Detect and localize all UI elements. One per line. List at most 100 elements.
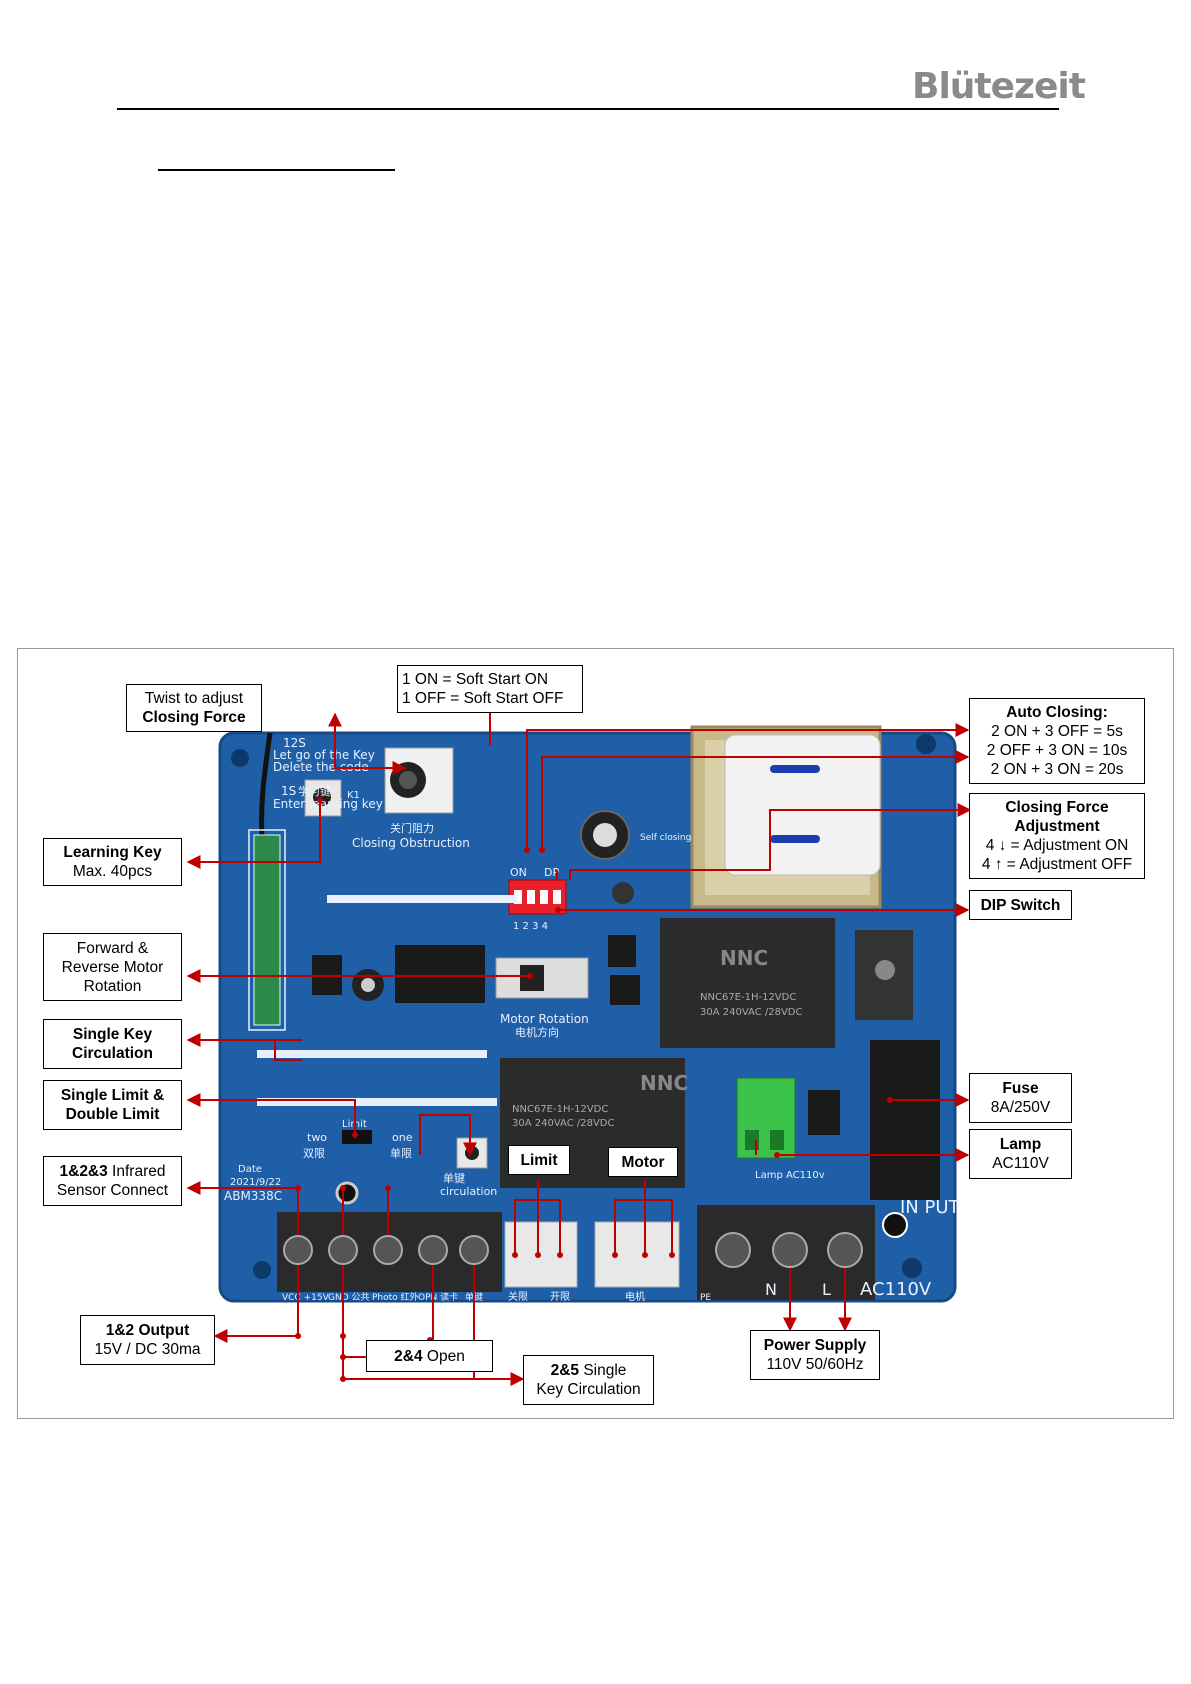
silk-1s: 1S xyxy=(281,784,296,798)
silk-date: Date xyxy=(238,1164,262,1175)
silk-two: two xyxy=(307,1131,327,1144)
silk-motor-rotation-cn: 电机方向 xyxy=(515,1025,559,1039)
section-heading-underline xyxy=(158,169,395,171)
silk-single-key-cn: 单键 xyxy=(443,1171,465,1185)
closing-force-adj-line2: 4 ↑ = Adjustment OFF xyxy=(981,856,1133,873)
limit-title: Limit xyxy=(520,1151,558,1169)
limit-mode-line2: Double Limit xyxy=(65,1106,160,1123)
single-key-line2: Key Circulation xyxy=(536,1381,641,1398)
terminal-n: N xyxy=(765,1280,777,1299)
relay2-rating: 30A 240VAC /28VDC xyxy=(512,1118,614,1129)
fuse-title: Fuse xyxy=(1002,1080,1039,1097)
callout-fuse: Fuse 8A/250V xyxy=(969,1073,1072,1123)
terminal-pe: PE xyxy=(700,1293,711,1303)
infrared-bold: 1&2&3 xyxy=(59,1163,108,1180)
callout-auto-closing: Auto Closing: 2 ON + 3 OFF = 5s 2 OFF + … xyxy=(969,698,1145,784)
power-supply-title: Power Supply xyxy=(763,1337,867,1354)
infrared-rest: Infrared xyxy=(107,1163,166,1180)
terminal-vcc: VCC +15V xyxy=(282,1293,330,1303)
silk-learn-cn: 学习键 xyxy=(298,784,331,798)
silk-lamp-ac: Lamp AC110v xyxy=(755,1170,825,1181)
single-key-circ-line2: Circulation xyxy=(72,1045,153,1062)
callout-learning-key: Learning Key Max. 40pcs xyxy=(43,838,182,886)
silk-input: IN PUT xyxy=(900,1197,961,1218)
single-key-circ-line1: Single Key xyxy=(72,1026,153,1043)
terminal-gnd: GND 公共 xyxy=(328,1292,370,1303)
infrared-line2: Sensor Connect xyxy=(56,1182,169,1199)
callout-limit-mode: Single Limit & Double Limit xyxy=(43,1080,182,1130)
terminal-limit2: 开限 xyxy=(550,1291,570,1303)
relay2-brand: NNC xyxy=(640,1071,688,1095)
closing-force-adj-title2: Adjustment xyxy=(1014,818,1100,835)
terminal-limit1: 关限 xyxy=(508,1290,528,1303)
limit-mode-line1: Single Limit & xyxy=(60,1087,165,1104)
auto-closing-line1: 2 ON + 3 OFF = 5s xyxy=(991,723,1123,740)
silk-enter-learning: Enter learning key xyxy=(273,797,383,811)
terminal-motor: 电机 xyxy=(625,1290,645,1303)
open-rest: Open xyxy=(422,1347,465,1365)
silk-one: one xyxy=(392,1131,413,1144)
relay1-rating: 30A 240VAC /28VDC xyxy=(700,1007,802,1018)
terminal-l: L xyxy=(822,1280,831,1299)
callout-dip-switch: DIP Switch xyxy=(969,890,1072,920)
silk-closing-obstruction: Closing Obstruction xyxy=(352,836,470,850)
soft-start-line1: 1 ON = Soft Start ON xyxy=(402,671,549,688)
motor-rotation-line1: Forward & xyxy=(76,939,149,957)
terminal-opn: OPN 读卡 xyxy=(418,1291,458,1303)
closing-force-adj-line1: 4 ↓ = Adjustment ON xyxy=(985,837,1129,854)
relay1-brand: NNC xyxy=(720,946,768,970)
callout-open: 2&4 Open xyxy=(366,1340,493,1372)
soft-start-line2: 1 OFF = Soft Start OFF xyxy=(402,690,564,707)
motor-title: Motor xyxy=(621,1153,665,1171)
silk-double-cn: 双限 xyxy=(303,1147,325,1160)
output-title: 1&2 Output xyxy=(105,1322,190,1339)
brand-logo: Blütezeit xyxy=(912,66,1086,107)
callout-soft-start: 1 ON = Soft Start ON 1 OFF = Soft Start … xyxy=(397,665,583,713)
auto-closing-title: Auto Closing: xyxy=(1006,704,1108,721)
fuse-line1: 8A/250V xyxy=(990,1099,1051,1116)
closing-force-adj-title1: Closing Force xyxy=(1005,799,1109,816)
silk-single-cn: 单限 xyxy=(390,1147,412,1160)
callout-power-supply: Power Supply 110V 50/60Hz xyxy=(750,1330,880,1380)
callout-single-key: 2&5 Single Key Circulation xyxy=(523,1355,654,1405)
silk-dip-on: ON xyxy=(510,866,527,879)
lamp-line1: AC110V xyxy=(992,1155,1049,1172)
callout-lamp: Lamp AC110V xyxy=(969,1129,1072,1179)
callout-closing-force: Twist to adjust Closing Force xyxy=(126,684,262,732)
learning-key-line1: Max. 40pcs xyxy=(72,863,153,880)
silk-model: ABM338C xyxy=(224,1189,282,1203)
silk-self-closing: Self closing xyxy=(640,833,691,843)
silk-ac110v: AC110V xyxy=(860,1279,932,1300)
silk-dip-dp: DP xyxy=(544,866,559,879)
terminal-photo: Photo 红外 xyxy=(372,1291,419,1303)
lamp-title: Lamp xyxy=(999,1136,1042,1153)
closing-force-line1: Twist to adjust xyxy=(144,690,244,707)
callout-motor: Motor xyxy=(608,1147,678,1177)
single-key-rest: Single xyxy=(579,1362,627,1379)
auto-closing-line3: 2 ON + 3 ON = 20s xyxy=(990,761,1124,778)
relay1-model: NNC67E-1H-12VDC xyxy=(700,992,796,1003)
callout-infrared: 1&2&3 Infrared Sensor Connect xyxy=(43,1156,182,1206)
relay2-model: NNC67E-1H-12VDC xyxy=(512,1104,608,1115)
callout-closing-force-adjustment: Closing Force Adjustment 4 ↓ = Adjustmen… xyxy=(969,793,1145,879)
auto-closing-line2: 2 OFF + 3 ON = 10s xyxy=(986,742,1128,759)
motor-rotation-line2: Reverse Motor xyxy=(61,958,164,976)
power-supply-line1: 110V 50/60Hz xyxy=(766,1356,864,1373)
motor-rotation-line3: Rotation xyxy=(83,977,142,995)
callout-dots xyxy=(295,797,893,1382)
silk-obstruction-cn: 关门阻力 xyxy=(390,821,434,835)
callout-lines xyxy=(186,692,972,1386)
silk-k1: K1 xyxy=(347,790,360,801)
learning-key-title: Learning Key xyxy=(63,844,162,861)
callout-output: 1&2 Output 15V / DC 30ma xyxy=(80,1315,215,1365)
single-key-bold: 2&5 xyxy=(550,1362,580,1379)
silk-date-value: 2021/9/22 xyxy=(230,1177,281,1188)
pcb-board: 12S Let go of the Key Delete the code 1S… xyxy=(218,725,961,1303)
silk-motor-rotation: Motor Rotation xyxy=(500,1012,589,1026)
dip-switch-title: DIP Switch xyxy=(980,896,1061,914)
open-bold: 2&4 xyxy=(394,1347,423,1365)
silk-circulation: circulation xyxy=(440,1185,497,1198)
header-rule xyxy=(117,108,1059,110)
callout-single-key-circulation: Single Key Circulation xyxy=(43,1019,182,1069)
silk-dip-nums: 1 2 3 4 xyxy=(513,921,548,932)
